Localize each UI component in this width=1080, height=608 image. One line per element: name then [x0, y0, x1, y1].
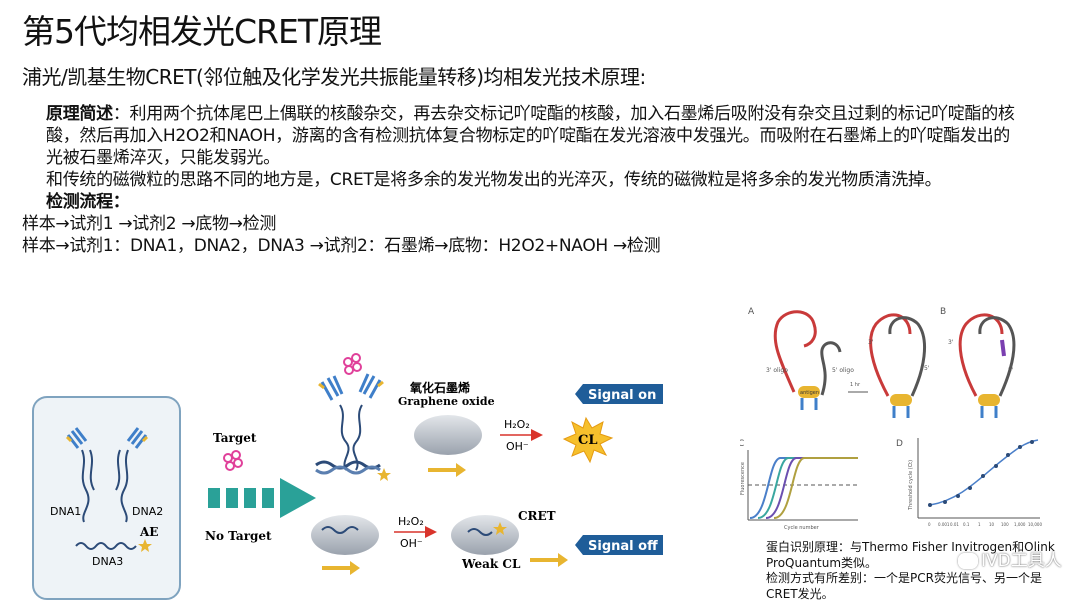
svg-text:10: 10: [989, 522, 995, 527]
proquantum-figure: A 3' oligo 5' oligo antigen 1 hr 3' 5' B…: [740, 307, 1042, 531]
b-three: 3': [948, 339, 954, 346]
c-xlabel: Cycle number: [784, 525, 820, 531]
svg-text:10,000: 10,000: [1028, 522, 1042, 527]
panel-c-label: C: [740, 439, 744, 449]
a-three: 3': [868, 339, 874, 346]
signal-on-badge: Signal on: [575, 384, 663, 404]
dna3-label: DNA3: [92, 555, 123, 568]
svg-text:1,000: 1,000: [1014, 522, 1026, 527]
page-subtitle: 浦光/凯基生物CRET(邻位触及化学发光共振能量转移)均相发光技术原理:: [22, 65, 646, 89]
page-title: 第5代均相发光CRET原理: [22, 12, 382, 51]
principle-paragraph-2: 和传统的磁微粒的思路不同的地方是，CRET是将多余的发光物发出的光淬灭，传统的磁…: [46, 170, 942, 190]
big-arrow-icon: [208, 478, 316, 518]
wechat-icon: [958, 553, 978, 569]
weak-cl-label: Weak CL: [461, 557, 521, 571]
oligo3-label: 3' oligo: [766, 367, 788, 374]
panel-a-left: [773, 310, 842, 410]
ae-star-icon: [138, 539, 152, 552]
caption-line-2: 检测方式有所差别：一个是PCR荧光信号、另一个是CRET发光。: [766, 571, 1042, 601]
oh-top: OH⁻: [506, 440, 529, 453]
yellow-arrow-bottom-2: [530, 553, 568, 567]
graphene-en-label: Graphene oxide: [398, 395, 495, 408]
panel-b-label: B: [940, 307, 946, 317]
b-five: 5': [1008, 367, 1014, 374]
detection-label: 检测流程：: [46, 192, 130, 212]
panel-a-right: [869, 313, 926, 418]
dna3-strand: [75, 542, 137, 550]
target-label: Target: [213, 431, 257, 445]
dna2-label: DNA2: [132, 505, 163, 518]
figure-caption: 蛋白识别原理：与Thermo Fisher Invitrogen和Olink P…: [742, 540, 1062, 602]
svg-text:1: 1: [978, 522, 981, 527]
panel-a-label: A: [748, 307, 755, 317]
detection-flow-1: 样本→试剂1 →试剂2 →底物→检测: [22, 214, 277, 234]
panel-d-chart: 0 0.001 0.01 0.1 1 10 100 1,000 10,000: [917, 438, 1042, 527]
dna1-label: DNA1: [50, 505, 81, 518]
dna1-probe: [65, 427, 95, 523]
h2o2-top: H₂O₂: [504, 418, 530, 431]
cl-label: CL: [578, 433, 598, 448]
signal-off-badge: Signal off: [575, 535, 663, 555]
dna2-probe: [115, 427, 149, 523]
antigen-label-1: antigen: [800, 390, 819, 396]
weak-star-icon: [493, 522, 507, 535]
oligo5-label: 5' oligo: [832, 367, 854, 374]
hr-label: 1 hr: [850, 382, 861, 388]
target-molecule-icon: [223, 450, 243, 471]
graphene-cn-label: 氧化石墨烯: [409, 380, 470, 395]
panel-c-chart: [747, 450, 858, 521]
watermark: IVD工具人: [958, 546, 1062, 571]
a-five: 5': [924, 365, 930, 372]
cl-burst-icon: [562, 416, 614, 464]
principle-text: ：利用两个抗体尾巴上偶联的核酸杂交，再去杂交标记吖啶酯的核酸，加入石墨烯后吸附没…: [46, 104, 1015, 168]
svg-text:0: 0: [928, 522, 931, 527]
reagent-box: [32, 396, 181, 600]
watermark-text: IVD工具人: [981, 551, 1062, 571]
panel-b: [958, 313, 1016, 418]
immuno-complex: [315, 353, 391, 481]
svg-text:0.01: 0.01: [950, 522, 959, 527]
caption-line-1: 蛋白识别原理：与Thermo Fisher Invitrogen和Olink P…: [766, 540, 1055, 570]
cret-diagram: DNA1 DNA2 AE DNA3 Target No Target 氧化石墨烯…: [32, 353, 663, 600]
svg-text:Signal off: Signal off: [588, 539, 658, 554]
svg-text:Signal on: Signal on: [588, 388, 656, 403]
svg-text:0.1: 0.1: [963, 522, 970, 527]
body-text: 原理简述：利用两个抗体尾巴上偶联的核酸杂交，再去杂交标记吖啶酯的核酸，加入石墨烯…: [22, 103, 1022, 257]
c-ylabel: Fluorescence: [740, 462, 746, 495]
graphene-sheet-top: [414, 415, 482, 455]
oh-bottom: OH⁻: [400, 537, 423, 550]
dna-on-graphene-1: [321, 526, 359, 534]
yellow-arrow-bottom-1: [322, 561, 360, 575]
svg-text:100: 100: [1001, 522, 1009, 527]
h2o2-bottom: H₂O₂: [398, 515, 424, 528]
no-target-label: No Target: [205, 529, 272, 543]
panel-d-label: D: [896, 439, 903, 449]
cret-label: CRET: [518, 509, 556, 523]
detection-flow-2: 样本→试剂1：DNA1，DNA2，DNA3 →试剂2：石墨烯→底物：H2O2+N…: [22, 236, 661, 256]
principle-label: 原理简述: [46, 104, 113, 124]
principle-paragraph: 原理简述：利用两个抗体尾巴上偶联的核酸杂交，再去杂交标记吖啶酯的核酸，加入石墨烯…: [22, 103, 1022, 169]
d-ylabel: Threshold cycle (Ct): [908, 460, 914, 511]
graphene-sheet-bottom-1: [311, 515, 379, 555]
svg-text:0.001: 0.001: [938, 522, 950, 527]
ae-label: AE: [139, 525, 158, 539]
yellow-arrow-top: [428, 463, 466, 477]
